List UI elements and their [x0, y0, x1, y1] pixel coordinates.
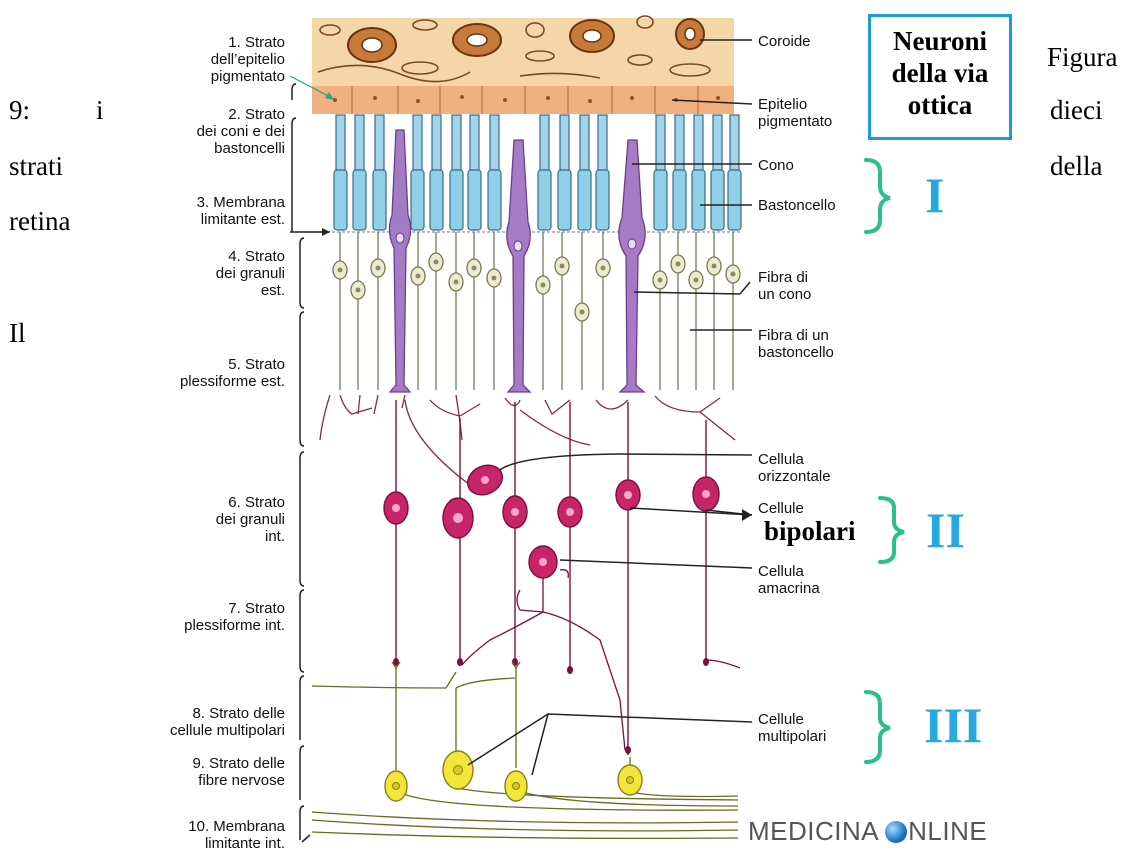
layer-label-line: 6. Strato — [130, 494, 285, 511]
multipolar-cells — [385, 751, 642, 801]
layer-label-line: 4. Strato — [130, 248, 285, 265]
label-line: orizzontale — [758, 468, 831, 485]
caption-word: della — [1050, 153, 1102, 180]
layer-label-line: plessiforme est. — [130, 373, 285, 390]
watermark-text: MEDICINA — [748, 816, 879, 847]
title-line: Neuroni — [871, 25, 1009, 57]
label-cellule-multipolari: Cellule multipolari — [758, 711, 826, 745]
title-line: della via — [871, 57, 1009, 89]
label-line: Fibra di un — [758, 327, 834, 344]
layer-label-line: bastoncelli — [130, 140, 285, 157]
layer-label-line: limitante int. — [130, 835, 285, 852]
layer-label-line: 5. Strato — [130, 356, 285, 373]
label-fibra-bastoncello: Fibra di un bastoncello — [758, 327, 834, 361]
layer-label-line: pigmentato — [130, 68, 285, 85]
layer-label-line: dei granuli — [130, 511, 285, 528]
label-cellula-amacrina: Cellula amacrina — [758, 563, 820, 597]
layer-label-line: 9. Strato delle — [130, 755, 285, 772]
layer-label-line: 2. Strato — [130, 106, 285, 123]
title-box: Neuroni della via ottica — [868, 14, 1012, 140]
label-line: pigmentato — [758, 113, 832, 130]
group-numeral-2: II — [926, 505, 965, 555]
watermark: MEDICINA NLINE — [748, 816, 987, 847]
layer-label-line: dei coni e dei — [130, 123, 285, 140]
layer-label-line: 8. Strato delle — [130, 705, 285, 722]
group-numeral-3: III — [924, 700, 982, 750]
label-line: Cellula — [758, 563, 820, 580]
layer-label-7: 7. Strato plessiforme int. — [130, 600, 285, 634]
layer-label-line: limitante est. — [130, 211, 285, 228]
layer-label-line: cellule multipolari — [130, 722, 285, 739]
layer-label-line: 7. Strato — [130, 600, 285, 617]
layer-label-line: dell’epitelio — [130, 51, 285, 68]
watermark-text: NLINE — [908, 816, 987, 847]
layer-label-1: 1. Strato dell’epitelio pigmentato — [130, 34, 285, 85]
caption-word: retina — [9, 208, 70, 235]
caption-word: Il — [9, 320, 26, 347]
label-fibra-cono: Fibra di un cono — [758, 269, 811, 303]
layer-label-line: 1. Strato — [130, 34, 285, 51]
caption-word: strati — [9, 153, 63, 180]
label-line: Cellule — [758, 711, 826, 728]
layer-label-line: 3. Membrana — [130, 194, 285, 211]
layer-label-3: 3. Membrana limitante est. — [130, 194, 285, 228]
layer-label-line: int. — [130, 528, 285, 545]
group-numeral-1: I — [925, 170, 944, 220]
layer-label-line: 10. Membrana — [130, 818, 285, 835]
layer-label-5: 5. Strato plessiforme est. — [130, 356, 285, 390]
label-bipolari: bipolari — [764, 516, 856, 547]
label-cellula-orizzontale: Cellula orizzontale — [758, 451, 831, 485]
label-line: amacrina — [758, 580, 820, 597]
bipolar-cells — [384, 460, 719, 578]
label-line: Fibra di — [758, 269, 811, 286]
globe-icon — [885, 821, 907, 843]
caption-word: dieci — [1050, 97, 1102, 124]
label-line: un cono — [758, 286, 811, 303]
layer-label-2: 2. Strato dei coni e dei bastoncelli — [130, 106, 285, 157]
layer-label-8: 8. Strato delle cellule multipolari — [130, 705, 285, 739]
title-line: ottica — [871, 89, 1009, 121]
label-line: Epitelio — [758, 96, 832, 113]
layer-label-4: 4. Strato dei granuli est. — [130, 248, 285, 299]
caption-word: i — [96, 97, 104, 124]
layer-label-line: dei granuli — [130, 265, 285, 282]
layer-label-6: 6. Strato dei granuli int. — [130, 494, 285, 545]
layer-label-line: fibre nervose — [130, 772, 285, 789]
label-cellule: Cellule — [758, 500, 804, 517]
label-bastoncello: Bastoncello — [758, 197, 836, 214]
label-line: Cellula — [758, 451, 831, 468]
caption-word: 9: — [9, 97, 30, 124]
layer-label-10: 10. Membrana limitante int. — [130, 818, 285, 852]
label-coroide: Coroide — [758, 33, 811, 50]
layer-label-line: est. — [130, 282, 285, 299]
label-line: bastoncello — [758, 344, 834, 361]
epithelium-layer — [312, 86, 734, 114]
label-epitelio: Epitelio pigmentato — [758, 96, 832, 130]
label-line: multipolari — [758, 728, 826, 745]
layer-label-line: plessiforme int. — [130, 617, 285, 634]
layer-label-9: 9. Strato delle fibre nervose — [130, 755, 285, 789]
caption-word: Figura — [1047, 44, 1118, 71]
label-cono: Cono — [758, 157, 794, 174]
